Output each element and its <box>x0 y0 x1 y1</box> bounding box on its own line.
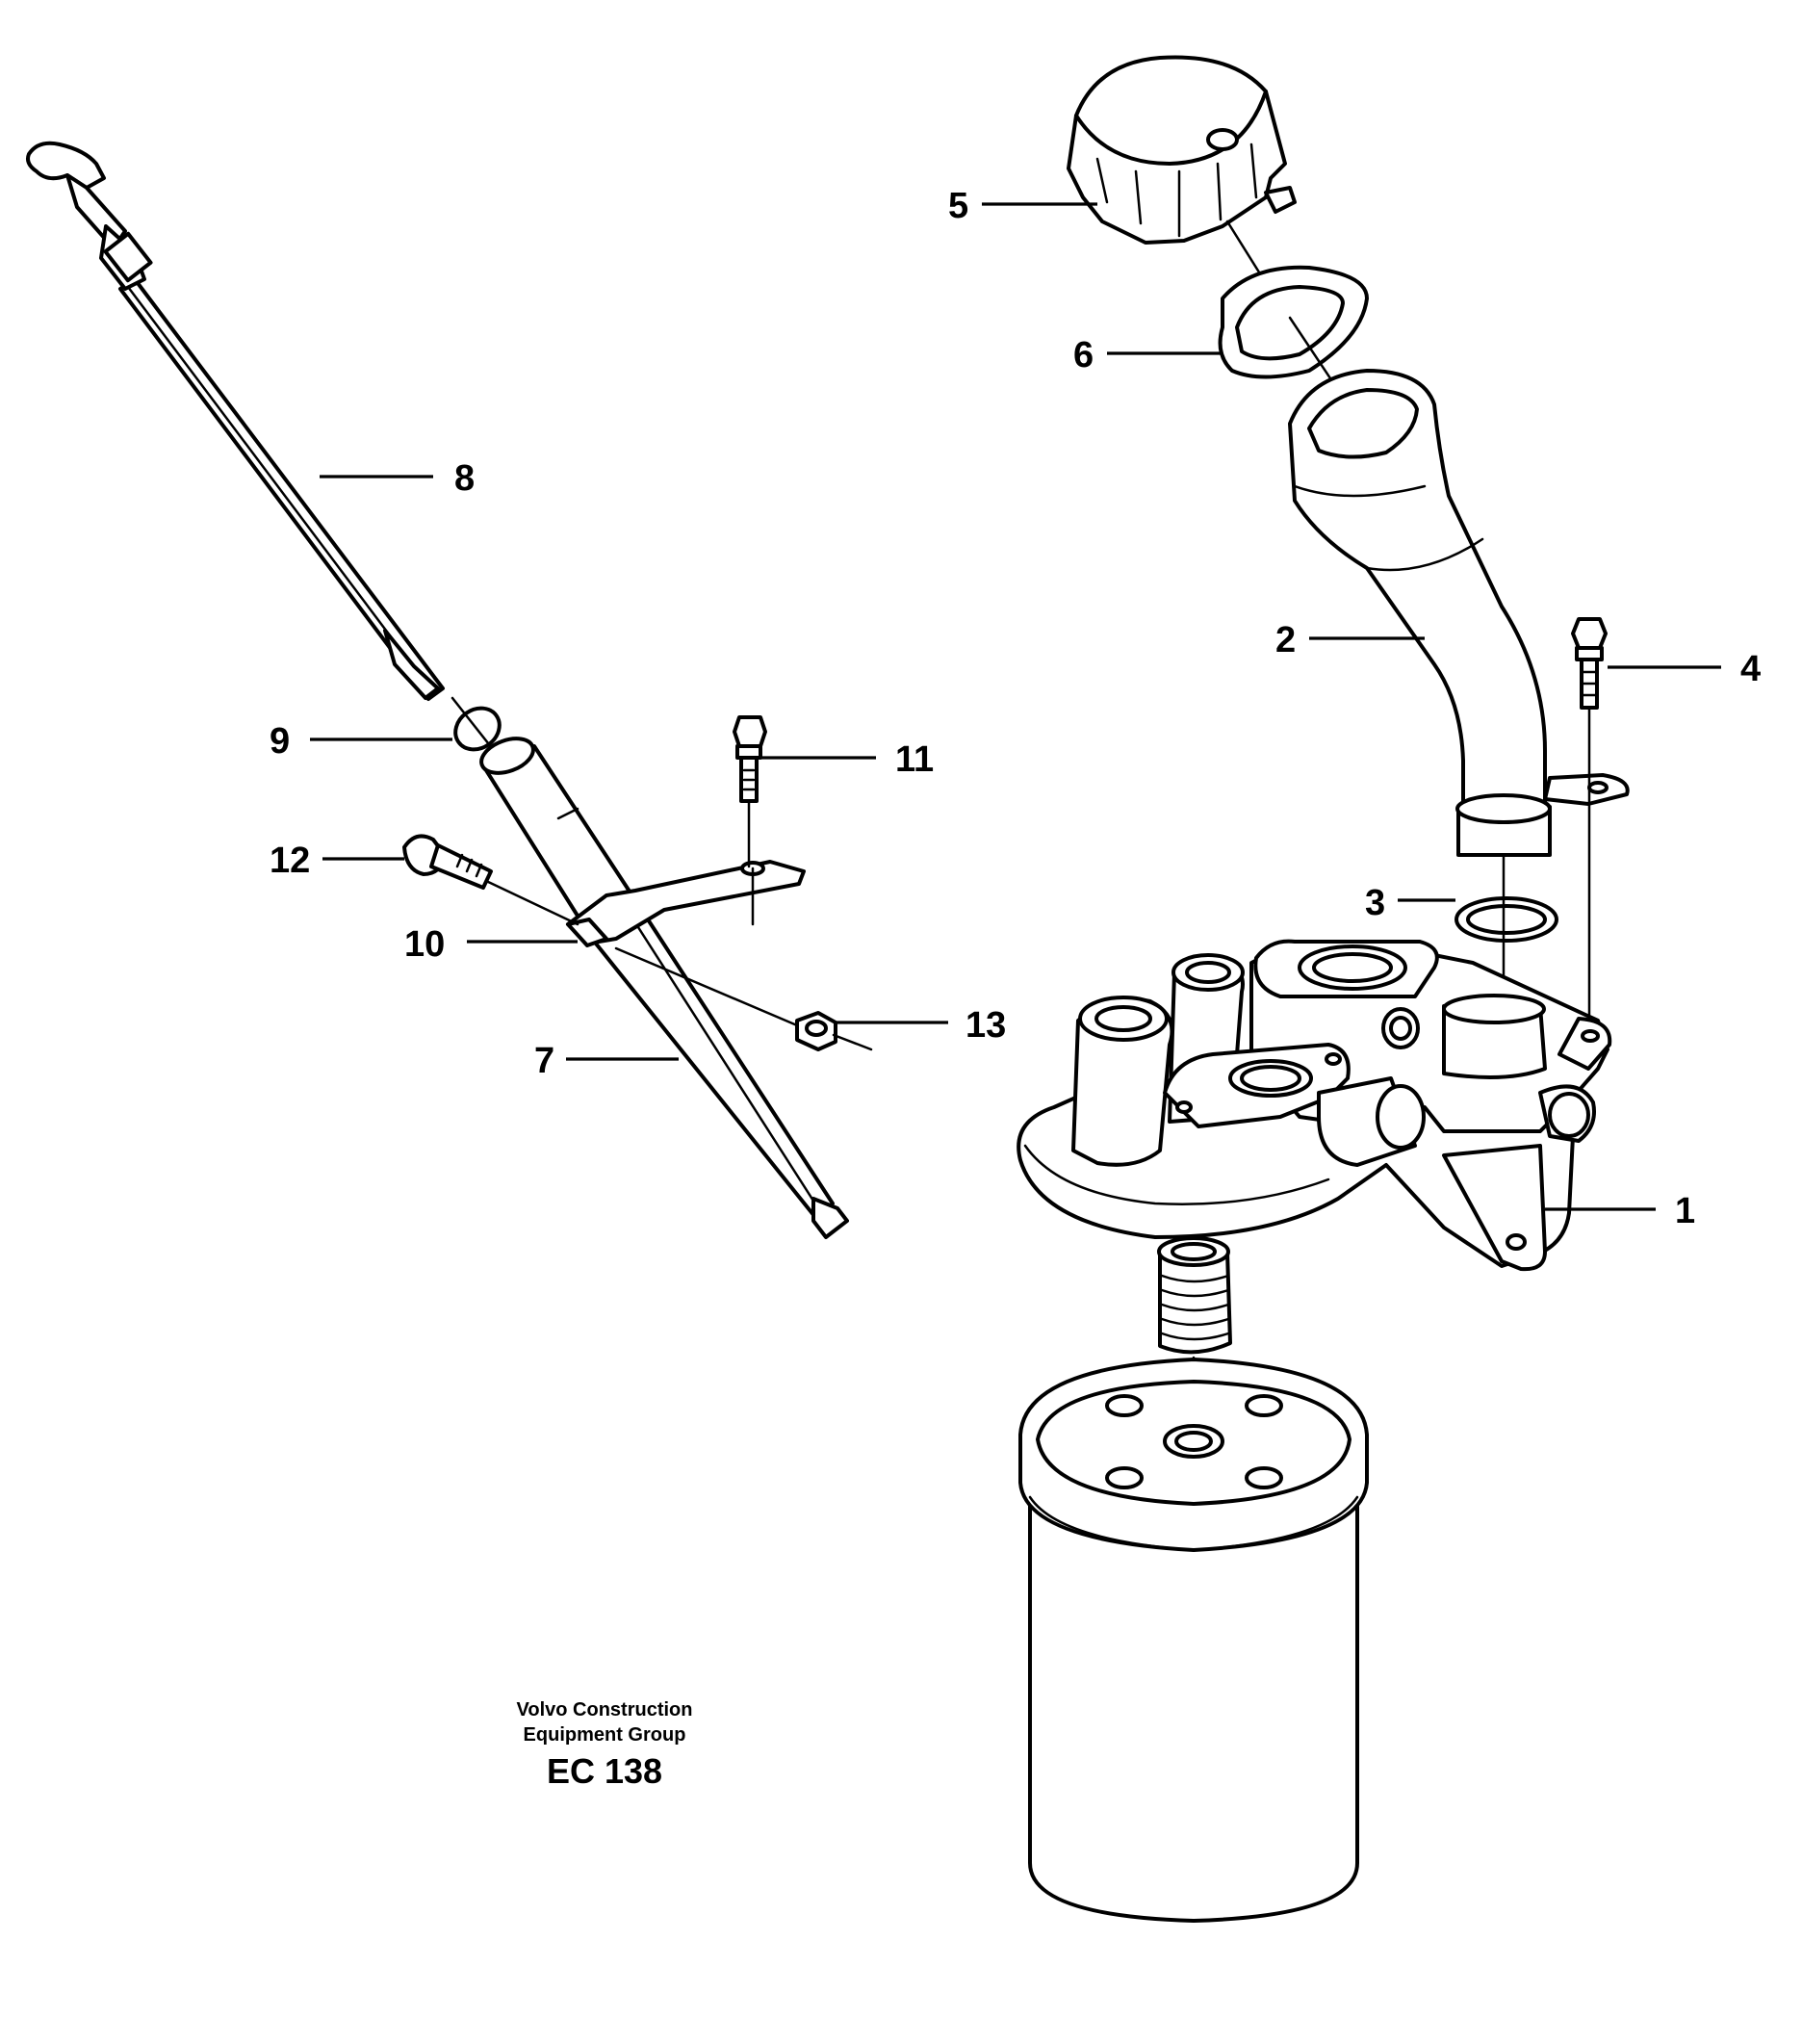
callout-7: 7 <box>534 1041 554 1081</box>
gasket-part-6 <box>1218 265 1369 435</box>
callout-4: 4 <box>1740 649 1761 689</box>
o-ring-part-3 <box>1454 855 1558 1022</box>
leader-lines <box>310 202 1721 1211</box>
o-ring-part-9 <box>450 696 527 791</box>
callout-3: 3 <box>1365 883 1385 923</box>
filler-tube-part-2 <box>1288 369 1630 857</box>
bolt-part-12 <box>402 834 579 926</box>
dipstick-tube-part-7 <box>479 737 849 1239</box>
filter-housing-part-1 <box>1017 939 1612 1272</box>
callout-5: 5 <box>948 186 968 226</box>
callout-12: 12 <box>270 841 310 881</box>
nut-part-13 <box>614 946 873 1051</box>
callout-11: 11 <box>895 739 934 780</box>
bracket-part-10 <box>566 860 806 947</box>
callout-8: 8 <box>454 458 475 499</box>
footer-credit: Volvo Construction Equipment Group EC 13… <box>517 1699 693 1791</box>
bolt-part-11 <box>733 715 767 868</box>
callout-10: 10 <box>404 924 445 965</box>
callout-9: 9 <box>270 721 290 762</box>
bolt-part-4 <box>1571 617 1608 1027</box>
company-line-2: Equipment Group <box>524 1724 686 1746</box>
callout-13: 13 <box>965 1005 1006 1046</box>
callout-labels: 1 2 3 4 5 6 7 8 9 10 11 12 13 <box>270 186 1761 1231</box>
callout-2: 2 <box>1275 620 1296 660</box>
company-line-1: Volvo Construction <box>517 1699 693 1721</box>
oil-filter-cartridge <box>1018 1358 1369 1923</box>
oil-filler-cap-part-5 <box>1067 55 1301 339</box>
callout-6: 6 <box>1073 335 1094 375</box>
drawing-code: EC 138 <box>547 1751 662 1791</box>
dipstick-part-8 <box>26 141 445 701</box>
callout-1: 1 <box>1675 1191 1695 1231</box>
